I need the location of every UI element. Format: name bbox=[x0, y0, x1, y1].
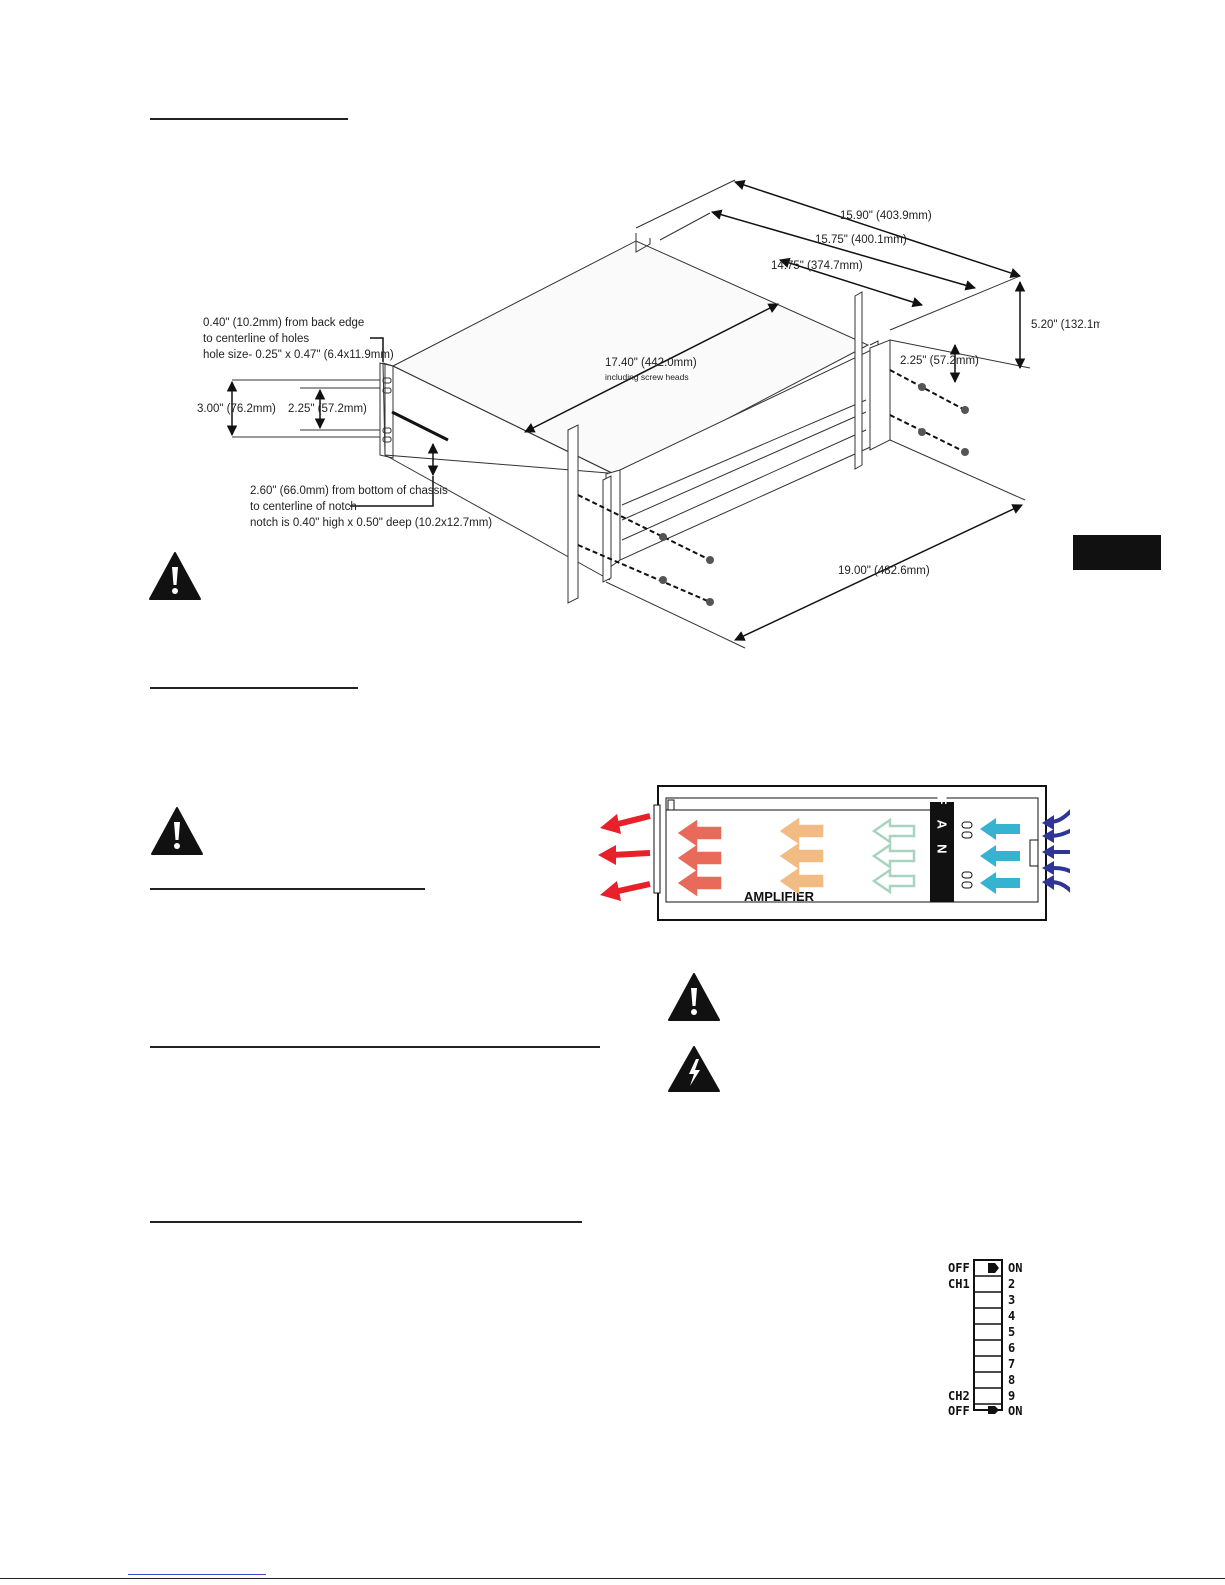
dim-2-60-line2: to centerline of notch bbox=[250, 501, 357, 513]
airflow-diagram: F A N AMPLIFIER bbox=[598, 785, 1070, 921]
dim-0-40-line2: to centerline of holes bbox=[203, 333, 309, 345]
dip-position-3: 3 bbox=[1008, 1293, 1015, 1307]
dim-17-40-note: including screw heads bbox=[605, 372, 689, 382]
dip-ch2-label: CH2 bbox=[948, 1389, 970, 1403]
dip-switch-diagram[interactable]: OFF ON CH1 2 3 4 5 6 7 8 CH2 9 OFF ON bbox=[940, 1255, 1030, 1420]
dim-15-90: 15.90" (403.9mm) bbox=[840, 210, 932, 222]
caution-icon bbox=[151, 807, 203, 855]
amplifier-label: AMPLIFIER bbox=[744, 889, 815, 904]
dip-position-7: 7 bbox=[1008, 1357, 1015, 1371]
dip-position-5: 5 bbox=[1008, 1325, 1015, 1339]
dim-15-75: 15.75" (400.1mm) bbox=[815, 234, 907, 246]
footer-link-underline bbox=[128, 1574, 266, 1575]
section-heading-rule-5 bbox=[150, 1221, 582, 1223]
dim-17-40: 17.40" (442.0mm) bbox=[605, 357, 697, 369]
chapter-tab bbox=[1073, 535, 1161, 570]
section-heading-rule-4 bbox=[150, 1046, 600, 1048]
dim-2-25-left: 2.25" (57.2mm) bbox=[288, 403, 367, 415]
rack-mount-dimension-diagram: 15.90" (403.9mm) 15.75" (400.1mm) 14.75"… bbox=[197, 179, 1100, 649]
dim-0-40-line1: 0.40" (10.2mm) from back edge bbox=[203, 317, 364, 329]
electric-shock-warning-icon bbox=[668, 1046, 720, 1092]
dip-position-9: 9 bbox=[1008, 1389, 1015, 1403]
dip-position-6: 6 bbox=[1008, 1341, 1015, 1355]
dip-bottom-on-label: ON bbox=[1008, 1404, 1022, 1418]
caution-icon bbox=[149, 552, 201, 600]
caution-icon bbox=[668, 973, 720, 1021]
dim-5-20: 5.20" (132.1mm) bbox=[1031, 319, 1100, 331]
dim-0-40-line3: hole size- 0.25" x 0.47" (6.4x11.9mm) bbox=[203, 349, 394, 361]
section-heading-rule-1 bbox=[150, 118, 348, 120]
dip-position-4: 4 bbox=[1008, 1309, 1015, 1323]
section-heading-rule-3 bbox=[150, 888, 425, 890]
fan-label: F A N bbox=[935, 797, 950, 860]
dim-2-60-line3: notch is 0.40" high x 0.50" deep (10.2x1… bbox=[250, 517, 492, 529]
dip-position-2: 2 bbox=[1008, 1277, 1015, 1291]
dim-2-60-line1: 2.60" (66.0mm) from bottom of chassis bbox=[250, 485, 448, 497]
dim-19-00: 19.00" (482.6mm) bbox=[838, 565, 930, 577]
dim-2-25-right: 2.25" (57.2mm) bbox=[900, 355, 979, 367]
dip-top-on-label: ON bbox=[1008, 1261, 1022, 1275]
dip-switch-10-toggle[interactable] bbox=[988, 1406, 999, 1414]
section-heading-rule-2 bbox=[150, 687, 358, 689]
footer-rule bbox=[0, 1578, 1225, 1579]
dip-ch1-label: CH1 bbox=[948, 1277, 970, 1291]
dim-14-75: 14.75" (374.7mm) bbox=[771, 260, 863, 272]
dim-3-00: 3.00" (76.2mm) bbox=[197, 403, 276, 415]
dip-top-off-label: OFF bbox=[948, 1261, 970, 1275]
dip-bottom-off-label: OFF bbox=[948, 1404, 970, 1418]
dip-switch-1-toggle[interactable] bbox=[988, 1263, 999, 1273]
dip-position-8: 8 bbox=[1008, 1373, 1015, 1387]
